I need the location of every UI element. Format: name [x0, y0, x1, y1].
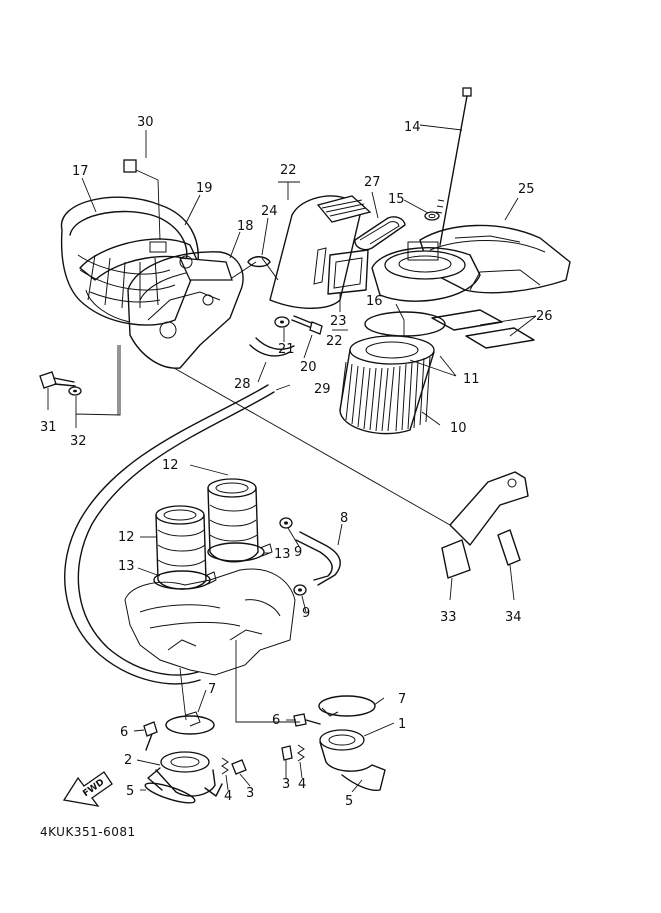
- element-holder: [371, 241, 481, 302]
- clip-30: [123, 159, 167, 253]
- callout-31: 31: [40, 420, 57, 435]
- callout-5-right: 5: [345, 794, 353, 809]
- pads-26: [431, 309, 535, 349]
- callout-9-lower: 9: [302, 606, 310, 621]
- callout-22-top: 22: [280, 163, 297, 178]
- callout-33: 33: [440, 610, 457, 625]
- carburetor-joint-12-right: [207, 478, 259, 563]
- clip-9-lower: [293, 584, 307, 596]
- clip-9-upper: [279, 517, 293, 529]
- callout-24: 24: [261, 204, 278, 219]
- callout-13-left: 13: [118, 559, 135, 574]
- screw-6-left: [143, 721, 158, 751]
- callout-14: 14: [404, 120, 421, 135]
- gasket-23: [327, 249, 369, 295]
- damper-34: [497, 529, 521, 566]
- case-cover-18: [127, 251, 257, 369]
- callout-2: 2: [124, 753, 132, 768]
- leader-lines: [47, 124, 537, 793]
- o-ring-16: [364, 311, 446, 337]
- callout-23: 23: [330, 314, 347, 329]
- cap-3-left: [231, 759, 247, 775]
- callout-25: 25: [518, 182, 535, 197]
- callout-12-left: 12: [118, 530, 135, 545]
- callout-28: 28: [234, 377, 251, 392]
- callout-6-right: 6: [272, 713, 280, 728]
- callout-22-bottom: 22: [326, 334, 343, 349]
- hose-29-inner: [77, 391, 275, 676]
- screw-20: [291, 315, 323, 335]
- seal-27: [354, 216, 406, 251]
- spring-4-left: [221, 757, 229, 775]
- callout-7-left: 7: [208, 682, 216, 697]
- callout-3-left: 3: [246, 786, 254, 801]
- washer-15: [424, 211, 440, 221]
- callout-30: 30: [137, 115, 154, 130]
- filter-element-10: [339, 335, 435, 435]
- callout-13-right: 13: [274, 547, 291, 562]
- washer-32: [68, 386, 82, 396]
- joint-1: [319, 729, 386, 792]
- callout-26: 26: [536, 309, 553, 324]
- callout-12-top: 12: [162, 458, 179, 473]
- callout-18: 18: [237, 219, 254, 234]
- callout-numbers: 30 17 19 22 18 24 27 14 15 25 23 22 16 2…: [40, 115, 553, 809]
- callout-10: 10: [450, 421, 467, 436]
- callout-8: 8: [340, 511, 348, 526]
- long-bolt-14: [435, 87, 472, 246]
- clamp-13-right: [207, 542, 273, 562]
- carburetor-assembly: [124, 568, 296, 676]
- callout-9-upper: 9: [294, 545, 302, 560]
- callout-34: 34: [505, 610, 522, 625]
- callout-17: 17: [72, 164, 89, 179]
- callout-15: 15: [388, 192, 405, 207]
- band-24: [247, 256, 279, 281]
- callout-20: 20: [300, 360, 317, 375]
- washer-21: [274, 316, 290, 328]
- callout-11: 11: [463, 372, 480, 387]
- callout-5-left: 5: [126, 784, 134, 799]
- air-cleaner-case-19: [79, 238, 199, 323]
- callout-21: 21: [278, 342, 295, 357]
- diagram-part-code: 4KUK351-6081: [40, 825, 136, 839]
- spring-4-right: [297, 744, 305, 762]
- screw-6-right: [293, 713, 321, 727]
- fwd-arrow-icon: FWD: [62, 771, 113, 807]
- callout-4-left: 4: [224, 789, 232, 804]
- callout-19: 19: [196, 181, 213, 196]
- intake-duct-22: [269, 195, 372, 309]
- hose-29: [64, 384, 269, 685]
- bolt-31: [39, 371, 76, 389]
- breather-hose-28: [249, 337, 295, 357]
- callout-1: 1: [398, 717, 406, 732]
- clamp-7-right: [318, 695, 376, 717]
- callout-7-right: 7: [398, 692, 406, 707]
- callout-4-right: 4: [298, 777, 306, 792]
- cap-3-right: [281, 745, 293, 761]
- callout-27: 27: [364, 175, 381, 190]
- callout-32: 32: [70, 434, 87, 449]
- callout-3-right: 3: [282, 777, 290, 792]
- callout-29: 29: [314, 382, 331, 397]
- carburetor-joint-12-left: [155, 505, 207, 590]
- clamp-7-left: [165, 711, 215, 735]
- joint-2: [147, 751, 223, 797]
- air-cleaner-cap-25: [419, 224, 571, 294]
- o-ring-5-left: [144, 782, 196, 804]
- callout-16: 16: [366, 294, 383, 309]
- callout-6-left: 6: [120, 725, 128, 740]
- bracket-33: [441, 471, 529, 579]
- hose-8: [295, 531, 341, 586]
